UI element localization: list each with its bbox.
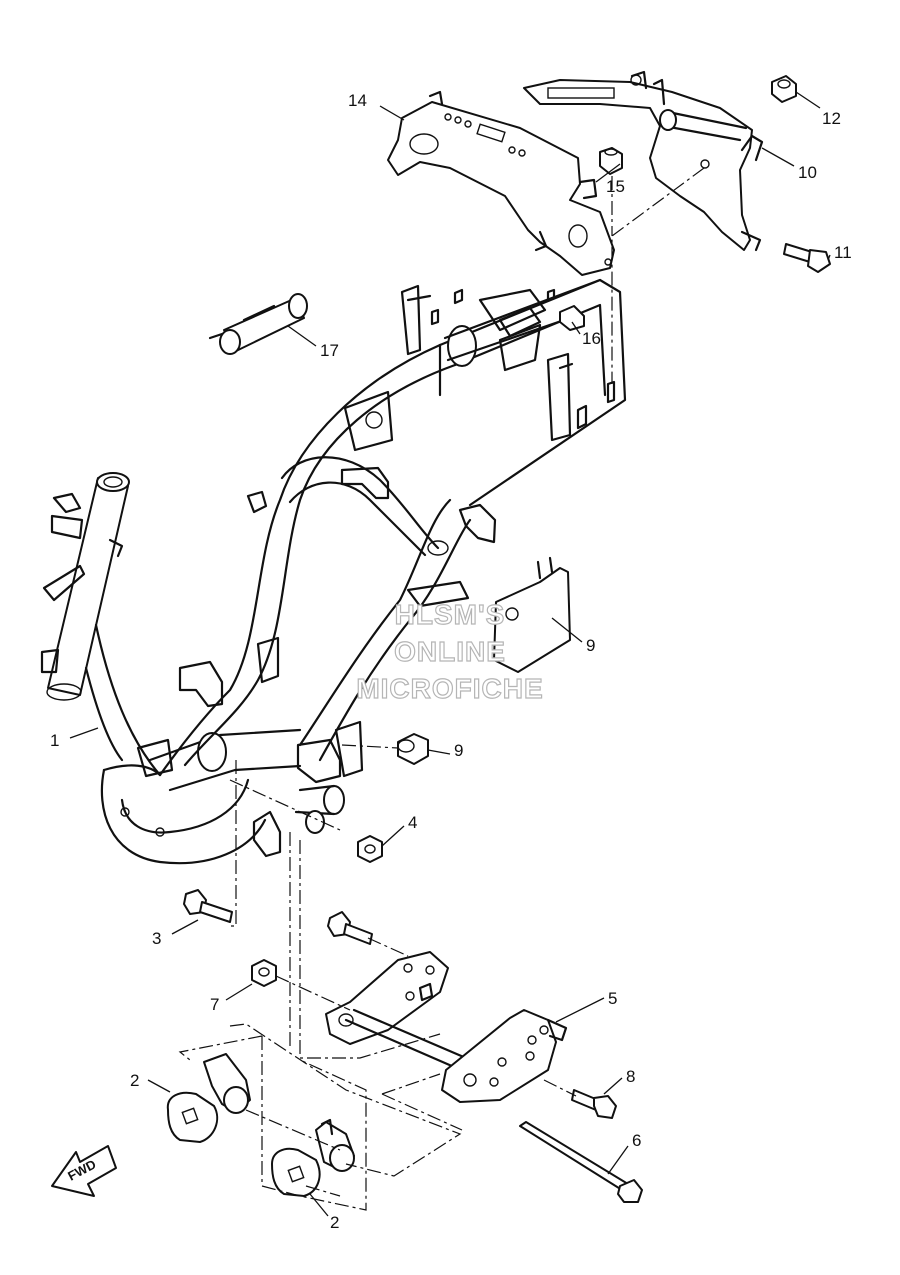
callout-3: 3 (152, 929, 161, 948)
callout-17: 17 (320, 341, 339, 360)
callout-1: 1 (50, 731, 59, 750)
nut-part-15 (599, 147, 623, 175)
fwd-arrow-icon: FWD (51, 1145, 117, 1197)
callout-labels: 14 12 10 15 11 16 17 9 1 9 4 3 7 5 8 2 6… (50, 91, 852, 1232)
callout-15: 15 (606, 177, 625, 196)
callout-7: 7 (210, 995, 219, 1014)
callout-13: 12 (822, 109, 841, 128)
callout-2-right: 2 (330, 1213, 339, 1232)
bracket-part-14 (387, 90, 615, 276)
nut-part-13 (771, 75, 797, 103)
leader-lines (69, 91, 831, 1217)
callout-6: 6 (632, 1131, 641, 1150)
clip-part-16 (559, 305, 585, 331)
callout-14: 14 (348, 91, 367, 110)
part-17 (208, 293, 308, 355)
callout-2-left: 2 (130, 1071, 139, 1090)
engine-bracket-part-5 (325, 951, 568, 1103)
callout-5: 5 (608, 989, 617, 1008)
callout-12: 11 (834, 243, 852, 262)
watermark-line-2: ONLINE (394, 636, 506, 667)
plate-part-10 (406, 556, 571, 673)
bolt-part-3 (183, 889, 233, 923)
callout-4: 4 (408, 813, 417, 832)
callout-16: 16 (582, 329, 601, 348)
callout-11: 10 (798, 163, 817, 182)
mount-part-2-right (271, 1118, 355, 1197)
nut-part-4 (357, 835, 383, 863)
nut-part-7 (251, 959, 277, 987)
mount-part-2-left (166, 1053, 251, 1143)
watermark-line-3: MICROFICHE (356, 673, 543, 704)
watermark-line-1: HLSM'S (395, 599, 506, 630)
bracket-part-11 (523, 70, 764, 252)
assembly-centerlines (178, 167, 705, 1211)
bolt-part-12 (783, 243, 831, 273)
bolt-upper-bracket (327, 911, 373, 945)
watermark: HLSM'S ONLINE MICROFICHE (356, 598, 544, 704)
callout-8: 8 (626, 1067, 635, 1086)
bolt-part-8 (571, 1089, 617, 1119)
callout-10: 9 (586, 636, 595, 655)
bolt-part-6 (519, 1121, 643, 1203)
callout-9: 9 (454, 741, 463, 760)
rubber-part-9 (397, 733, 429, 765)
frame-part (40, 278, 627, 865)
